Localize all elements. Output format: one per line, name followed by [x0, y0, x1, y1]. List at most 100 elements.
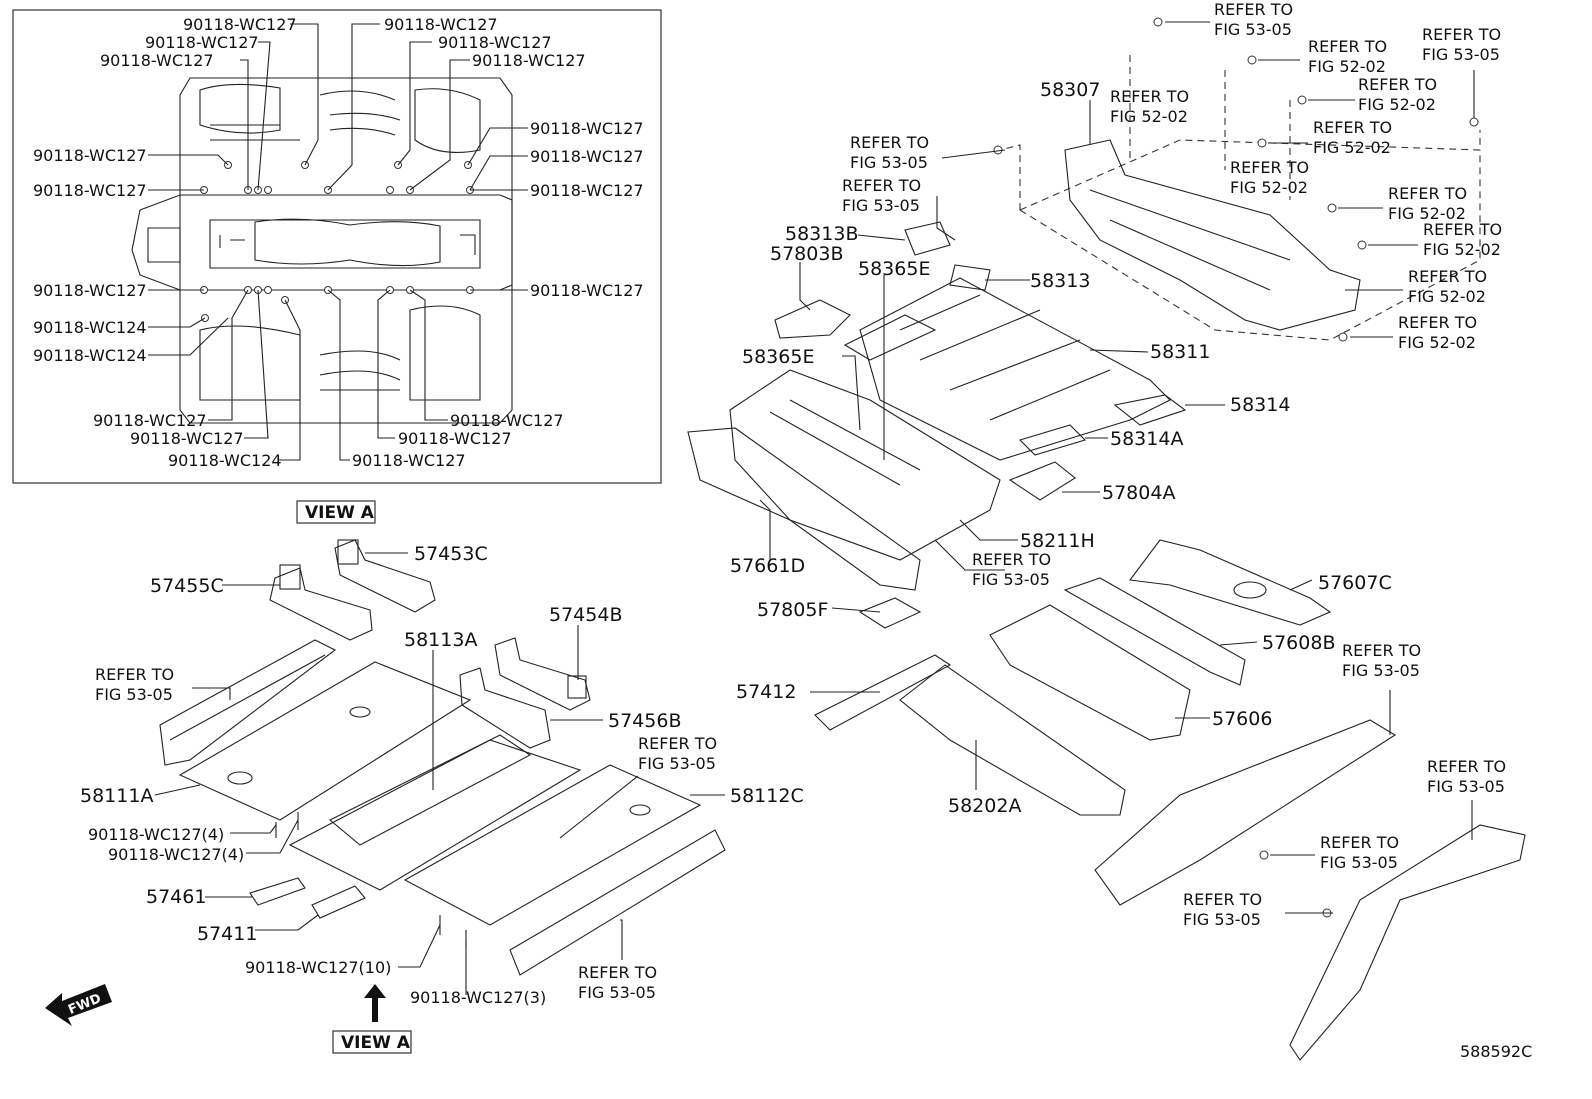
svg-text:FIG 52-02: FIG 52-02: [1388, 204, 1466, 223]
svg-text:FIG 52-02: FIG 52-02: [1423, 240, 1501, 259]
svg-text:VIEW A: VIEW A: [341, 1033, 411, 1053]
svg-text:REFER TO: REFER TO: [1408, 267, 1487, 286]
diagram-id: 588592C: [1460, 1042, 1532, 1061]
svg-text:FIG 53-05: FIG 53-05: [1427, 777, 1505, 796]
svg-text:FIG 53-05: FIG 53-05: [1183, 910, 1261, 929]
view-a-callout: 90118-WC127: [530, 181, 644, 200]
svg-text:REFER TO: REFER TO: [1342, 641, 1421, 660]
view-a-callout: 90118-WC127: [530, 119, 644, 138]
svg-text:FIG 53-05: FIG 53-05: [1342, 661, 1420, 680]
view-a-callout: 90118-WC127: [33, 146, 147, 165]
view-a-panel: 90118-WC127 90118-WC127 90118-WC127 9011…: [12, 9, 662, 484]
svg-text:REFER TO: REFER TO: [1313, 118, 1392, 137]
part-label-58307: 58307: [1040, 79, 1100, 101]
view-a-callout: 90118-WC124: [33, 318, 147, 337]
part-label-58113A: 58113A: [404, 629, 477, 651]
bolt-label: 90118-WC127(10): [245, 958, 391, 977]
part-label-57412: 57412: [736, 681, 796, 703]
view-a-callout: 90118-WC127: [450, 411, 564, 430]
view-a-callout: 90118-WC127: [530, 281, 644, 300]
svg-text:REFER TO: REFER TO: [1398, 313, 1477, 332]
part-label-57804A: 57804A: [1102, 482, 1175, 504]
view-a-label-bottom: VIEW A: [332, 984, 412, 1054]
view-a-callout: 90118-WC127: [33, 181, 147, 200]
part-label-58365E: 58365E: [742, 346, 814, 368]
svg-text:REFER TO: REFER TO: [1183, 890, 1262, 909]
part-label-57803B: 57803B: [770, 243, 843, 265]
bolt-label: 90118-WC127(3): [410, 988, 546, 1007]
svg-text:FIG 52-02: FIG 52-02: [1308, 57, 1386, 76]
bolt-label: 90118-WC127(4): [108, 845, 244, 864]
part-label-57661D: 57661D: [730, 555, 805, 577]
part-label-58311: 58311: [1150, 341, 1210, 363]
part-label-57606: 57606: [1212, 708, 1272, 730]
view-a-callout: 90118-WC127: [183, 15, 297, 34]
part-label-58313B: 58313B: [785, 223, 858, 245]
refer-to-label: REFER TO: [578, 963, 657, 982]
view-a-callout: 90118-WC124: [168, 451, 282, 470]
part-label-57461: 57461: [146, 886, 206, 908]
svg-text:REFER TO: REFER TO: [1422, 25, 1501, 44]
refer-fig-label: FIG 53-05: [95, 685, 173, 704]
svg-text:FIG 52-02: FIG 52-02: [1358, 95, 1436, 114]
view-a-label-top: VIEW A: [296, 500, 376, 524]
svg-text:FIG 53-05: FIG 53-05: [842, 196, 920, 215]
part-label-57456B: 57456B: [608, 710, 681, 732]
svg-text:REFER TO: REFER TO: [972, 550, 1051, 569]
fwd-arrow-icon: FWD: [45, 984, 112, 1026]
svg-text:REFER TO: REFER TO: [1230, 158, 1309, 177]
view-a-callout: 90118-WC127: [384, 15, 498, 34]
view-a-callout: 90118-WC127: [352, 451, 466, 470]
view-a-callout: 90118-WC127: [93, 411, 207, 430]
view-a-callout: 90118-WC127: [398, 429, 512, 448]
svg-text:FIG 52-02: FIG 52-02: [1313, 138, 1391, 157]
part-label-57607C: 57607C: [1318, 572, 1392, 594]
view-direction-arrow-icon: [364, 984, 386, 1022]
svg-text:REFER TO: REFER TO: [1358, 75, 1437, 94]
refer-fig-label: FIG 53-05: [638, 754, 716, 773]
view-a-callout: 90118-WC127: [472, 51, 586, 70]
svg-text:FIG 52-02: FIG 52-02: [1408, 287, 1486, 306]
svg-text:FIG 53-05: FIG 53-05: [1214, 20, 1292, 39]
part-label-57411: 57411: [197, 923, 257, 945]
svg-text:REFER TO: REFER TO: [1110, 87, 1189, 106]
svg-text:FIG 53-05: FIG 53-05: [850, 153, 928, 172]
refer-to-label: REFER TO: [95, 665, 174, 684]
svg-text:REFER TO: REFER TO: [1320, 833, 1399, 852]
svg-text:FIG 52-02: FIG 52-02: [1110, 107, 1188, 126]
svg-text:REFER TO: REFER TO: [842, 176, 921, 195]
part-label-58111A: 58111A: [80, 785, 153, 807]
part-label-58365E: 58365E: [858, 258, 930, 280]
view-a-callout: 90118-WC127: [438, 33, 552, 52]
part-label-57454B: 57454B: [549, 604, 622, 626]
part-label-58313: 58313: [1030, 270, 1090, 292]
svg-text:VIEW A: VIEW A: [305, 503, 375, 523]
view-a-callout: 90118-WC127: [145, 33, 259, 52]
svg-text:REFER TO: REFER TO: [1214, 0, 1293, 19]
part-label-57608B: 57608B: [1262, 632, 1335, 654]
refer-fig-label: FIG 53-05: [578, 983, 656, 1002]
part-label-57455C: 57455C: [150, 575, 224, 597]
svg-text:FIG 52-02: FIG 52-02: [1230, 178, 1308, 197]
svg-text:REFER TO: REFER TO: [850, 133, 929, 152]
view-a-callout: 90118-WC127: [100, 51, 214, 70]
part-label-58314A: 58314A: [1110, 428, 1183, 450]
part-label-58314: 58314: [1230, 394, 1290, 416]
bolt-label: 90118-WC127(4): [88, 825, 224, 844]
svg-text:FIG 52-02: FIG 52-02: [1398, 333, 1476, 352]
view-a-callout: 90118-WC124: [33, 346, 147, 365]
svg-text:REFER TO: REFER TO: [1427, 757, 1506, 776]
refer-to-label: REFER TO: [638, 734, 717, 753]
svg-text:FIG 53-05: FIG 53-05: [1422, 45, 1500, 64]
svg-text:FIG 53-05: FIG 53-05: [972, 570, 1050, 589]
svg-text:FIG 53-05: FIG 53-05: [1320, 853, 1398, 872]
part-label-58202A: 58202A: [948, 795, 1021, 817]
view-a-callout: 90118-WC127: [530, 147, 644, 166]
rear-floor-assembly: [687, 17, 1526, 1061]
part-label-58211H: 58211H: [1020, 530, 1095, 552]
part-label-57453C: 57453C: [414, 543, 488, 565]
view-a-callout: 90118-WC127: [33, 281, 147, 300]
